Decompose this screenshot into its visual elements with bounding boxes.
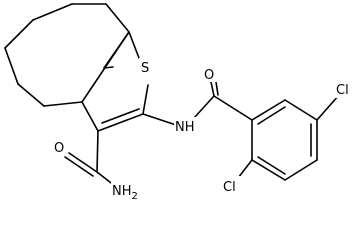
- bond: [284, 99, 318, 121]
- bond: [81, 101, 99, 132]
- amide-oxygen-label: O: [54, 141, 64, 156]
- bond: [4, 47, 19, 85]
- bond: [4, 19, 34, 49]
- bond: [251, 99, 286, 121]
- bond: [105, 3, 130, 33]
- amine-nh2-label: NH2: [112, 184, 138, 202]
- bond: [68, 152, 98, 173]
- bond: [64, 156, 94, 177]
- bond: [43, 101, 83, 107]
- thiophene-ring: [81, 31, 149, 132]
- dichlorophenyl-ring: [237, 94, 340, 181]
- amide-linker: [142, 81, 253, 128]
- amine-nh-text: NH: [112, 184, 132, 199]
- bond: [128, 31, 140, 59]
- benzoyl-oxygen-label: O: [204, 68, 214, 83]
- bond: [237, 159, 253, 179]
- bond: [142, 84, 149, 115]
- bond: [215, 81, 219, 96]
- bond: [316, 94, 340, 121]
- bond: [257, 106, 286, 125]
- bond: [213, 95, 253, 121]
- bond: [103, 31, 130, 69]
- bond: [193, 95, 215, 119]
- bond: [284, 159, 318, 181]
- carboxamide-group: [64, 130, 116, 187]
- bond: [210, 81, 215, 97]
- chlorine-5-label: Cl: [336, 83, 349, 98]
- cyclooctane-ring: [4, 3, 130, 107]
- bond: [101, 108, 140, 124]
- sulfur-atom-label: S: [141, 61, 149, 76]
- bond: [96, 130, 99, 173]
- amine-subscript-2: 2: [132, 191, 138, 202]
- chemical-structure-diagram: S NH O NH2 O Cl Cl: [4, 3, 355, 204]
- bond: [251, 159, 286, 181]
- amide-nh-label: NH: [175, 120, 195, 135]
- bond: [97, 113, 144, 132]
- bond: [17, 83, 45, 107]
- atom-labels: S NH O NH2 O Cl Cl: [53, 58, 355, 204]
- bond: [32, 3, 73, 21]
- bond: [103, 66, 114, 69]
- chlorine-2-label: Cl: [223, 180, 236, 195]
- bond: [257, 156, 286, 175]
